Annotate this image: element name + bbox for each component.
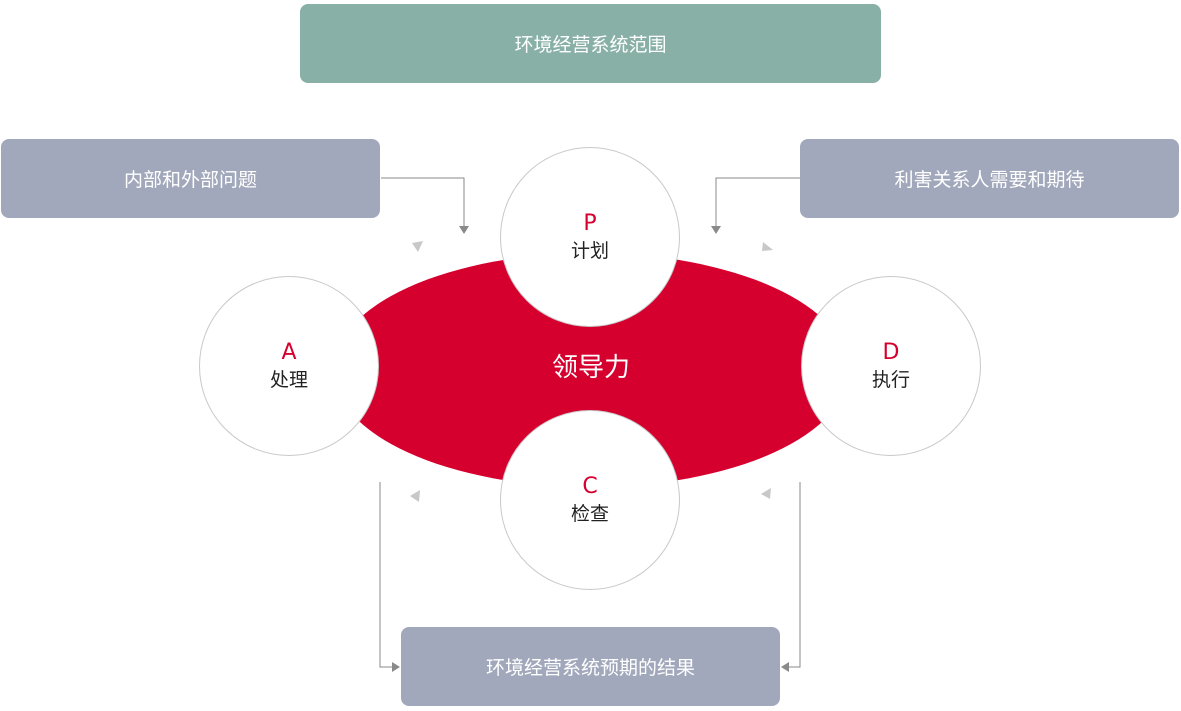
act-letter: A bbox=[281, 340, 297, 365]
cycle-arrow-bottom-left bbox=[410, 490, 420, 502]
plan-letter: P bbox=[583, 211, 597, 236]
plan-label: 计划 bbox=[570, 240, 609, 262]
check-circle: C 检查 bbox=[500, 410, 680, 590]
plan-circle: P 计划 bbox=[500, 147, 680, 327]
do-circle: D 执行 bbox=[801, 276, 981, 456]
stakeholder-connector-arrowhead bbox=[711, 226, 721, 234]
do-label: 执行 bbox=[871, 369, 910, 391]
leadership-ellipse bbox=[333, 253, 849, 487]
left-result-connector-line bbox=[379, 482, 392, 668]
check-label: 检查 bbox=[570, 503, 609, 525]
leadership-label: 领导力 bbox=[551, 353, 630, 383]
stakeholder-needs-box: 利害关系人需要和期待 bbox=[800, 139, 1179, 218]
internal-issues-box: 内部和外部问题 bbox=[1, 139, 380, 218]
internal-connector-line bbox=[381, 177, 465, 226]
act-label: 处理 bbox=[269, 369, 308, 391]
intended-results-label: 环境经营系统预期的结果 bbox=[485, 657, 695, 679]
do-letter: D bbox=[882, 340, 900, 365]
act-circle: A 处理 bbox=[199, 276, 379, 456]
intended-results-box: 环境经营系统预期的结果 bbox=[401, 627, 780, 706]
cycle-arrow-top-right bbox=[762, 242, 773, 251]
scope-box: 环境经营系统范围 bbox=[300, 4, 881, 83]
left-result-connector-arrowhead bbox=[392, 662, 400, 672]
right-result-connector-line bbox=[789, 482, 801, 668]
cycle-arrow-bottom-right bbox=[761, 488, 771, 499]
internal-connector-arrowhead bbox=[459, 226, 469, 234]
stakeholder-connector-line bbox=[715, 177, 800, 226]
scope-label: 环境经营系统范围 bbox=[514, 34, 667, 56]
cycle-arrow-top-left bbox=[412, 241, 423, 252]
right-result-connector-arrowhead bbox=[781, 662, 789, 672]
internal-issues-label: 内部和外部问题 bbox=[123, 169, 257, 191]
check-letter: C bbox=[582, 474, 598, 499]
stakeholder-needs-label: 利害关系人需要和期待 bbox=[894, 169, 1085, 191]
